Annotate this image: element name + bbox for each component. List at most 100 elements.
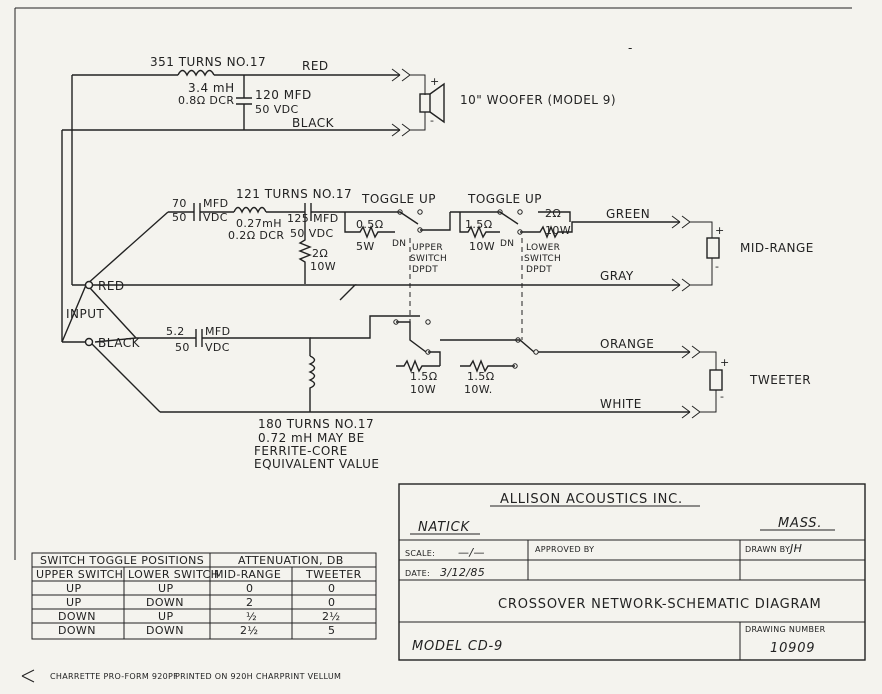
footer-right: PRINTED ON 920H CHARPRINT VELLUM <box>175 672 341 681</box>
model-number: MODEL CD-9 <box>412 639 503 654</box>
tweeter-cap <box>195 329 203 347</box>
upper-toggle-label: TOGGLE UP <box>361 192 436 206</box>
svg-text:MFD: MFD <box>203 197 229 210</box>
midrange-section: 70 MFD 50 VDC 121 TURNS NO.17 0.27mH 0.2… <box>168 187 814 340</box>
midrange-wire-gray-label: GRAY <box>600 269 634 283</box>
tweeter-plus-connector <box>681 345 717 370</box>
table-cell: 5 <box>328 624 335 637</box>
sheet-border <box>14 7 852 560</box>
svg-text:SCALE:: SCALE: <box>405 549 435 558</box>
tweeter-resistor-2 <box>440 339 535 373</box>
table-header-right: ATTENUATION, DB <box>238 554 344 567</box>
scale-value: —/— <box>458 546 485 559</box>
svg-text:DPDT: DPDT <box>412 265 438 275</box>
tweeter-wire-white-label: WHITE <box>600 397 642 411</box>
table-cell: DOWN <box>146 596 184 609</box>
midrange-resistor-2 <box>459 212 500 239</box>
title-block: ALLISON ACOUSTICS INC. NATICK MASS. SCAL… <box>398 483 866 661</box>
svg-text:+: + <box>715 224 725 237</box>
svg-text:-: - <box>430 114 434 127</box>
svg-text:10W: 10W <box>469 240 495 253</box>
woofer-plus-connector <box>391 68 426 95</box>
table-cell: 2½ <box>240 624 258 637</box>
svg-text:10W: 10W <box>545 224 571 237</box>
woofer-speaker-icon <box>419 93 431 113</box>
input-red-label: RED <box>98 279 125 293</box>
tweeter-wire-orange-label: ORANGE <box>600 337 654 351</box>
svg-text:0.5Ω: 0.5Ω <box>356 218 384 231</box>
svg-text:1.5Ω: 1.5Ω <box>465 218 493 231</box>
table-cell: 0 <box>328 596 335 609</box>
svg-text:50 VDC: 50 VDC <box>290 227 334 240</box>
tweeter-resistor-1 <box>396 351 441 373</box>
midrange-speaker-icon <box>706 237 720 259</box>
woofer-cap-vdc: 50 VDC <box>255 103 299 116</box>
city: NATICK <box>418 520 471 535</box>
woofer-capacitor <box>236 75 252 130</box>
svg-text:DN: DN <box>392 239 406 249</box>
table-cell: 0 <box>246 582 253 595</box>
svg-text:5.2: 5.2 <box>166 325 185 338</box>
tweeter-coil-note-4: EQUIVALENT VALUE <box>254 457 380 471</box>
midrange-resistor-1 <box>344 212 395 239</box>
tweeter-speaker-icon <box>709 369 723 391</box>
input-terminals: RED BLACK INPUT <box>61 211 357 413</box>
svg-text:UPPER: UPPER <box>412 243 443 253</box>
input-black-terminal <box>84 337 94 347</box>
tweeter-coil-note-2: 0.72 mH MAY BE <box>258 431 365 445</box>
svg-text:APPROVED BY: APPROVED BY <box>535 545 594 554</box>
svg-text:10W.: 10W. <box>464 383 493 396</box>
table-col-midrange: MID-RANGE <box>214 568 281 581</box>
tweeter-switch-upper <box>310 315 427 353</box>
woofer-cap-mfd: 120 MFD <box>255 88 312 102</box>
svg-text:50: 50 <box>172 211 187 224</box>
svg-text:+: + <box>720 356 730 369</box>
svg-text:10W: 10W <box>310 260 336 273</box>
tweeter-shunt-inductor <box>308 355 316 412</box>
input-black-label: BLACK <box>98 336 141 350</box>
footer-left: CHARRETTE PRO-FORM 920PF <box>50 672 178 681</box>
svg-text:10W: 10W <box>410 383 436 396</box>
tweeter-speaker-label: TWEETER <box>749 373 811 387</box>
woofer-coil-turns: 351 TURNS NO.17 <box>150 55 266 69</box>
midrange-speaker-label: MID-RANGE <box>740 241 814 255</box>
midrange-shunt-cap <box>304 203 312 221</box>
midrange-coil-turns: 121 TURNS NO.17 <box>236 187 352 201</box>
midrange-inductor <box>233 206 267 214</box>
drawn-by-value: JH <box>788 542 802 555</box>
svg-text:2Ω: 2Ω <box>545 207 561 220</box>
svg-text:50: 50 <box>175 341 190 354</box>
table-cell: UP <box>158 610 174 623</box>
svg-text:-: - <box>628 41 633 55</box>
svg-text:DATE:: DATE: <box>405 569 430 578</box>
midrange-series-cap <box>193 203 201 221</box>
svg-text:5W: 5W <box>356 240 375 253</box>
svg-text:0.2Ω DCR: 0.2Ω DCR <box>228 229 284 242</box>
table-cell: 0 <box>328 582 335 595</box>
svg-text:DRAWING NUMBER: DRAWING NUMBER <box>745 625 826 634</box>
table-header-left: SWITCH TOGGLE POSITIONS <box>40 554 204 567</box>
woofer-section: 351 TURNS NO.17 3.4 mH 0.8Ω DCR 120 MFD … <box>61 55 616 342</box>
table-cell: ½ <box>246 610 257 623</box>
table-col-tweeter: TWEETER <box>305 568 362 581</box>
svg-text:VDC: VDC <box>203 211 228 224</box>
svg-text:DN: DN <box>500 239 514 249</box>
woofer-coil-mh: 3.4 mH <box>188 81 235 95</box>
drawing-number: 10909 <box>770 641 815 656</box>
svg-text:+: + <box>430 75 440 88</box>
svg-text:-: - <box>715 260 719 273</box>
woofer-minus-connector <box>391 112 426 137</box>
midrange-shunt-resistor <box>298 221 312 284</box>
svg-text:1.5Ω: 1.5Ω <box>467 370 495 383</box>
table-cell: 2 <box>246 596 253 609</box>
svg-text:SWITCH: SWITCH <box>524 254 561 264</box>
svg-text:0.27mH: 0.27mH <box>236 217 282 230</box>
table-cell: DOWN <box>146 624 184 637</box>
state: MASS. <box>778 516 822 531</box>
company-name: ALLISON ACOUSTICS INC. <box>500 492 683 507</box>
table-col-lower: LOWER SWITCH <box>128 568 219 581</box>
table-cell: DOWN <box>58 624 96 637</box>
table-cell: DOWN <box>58 610 96 623</box>
